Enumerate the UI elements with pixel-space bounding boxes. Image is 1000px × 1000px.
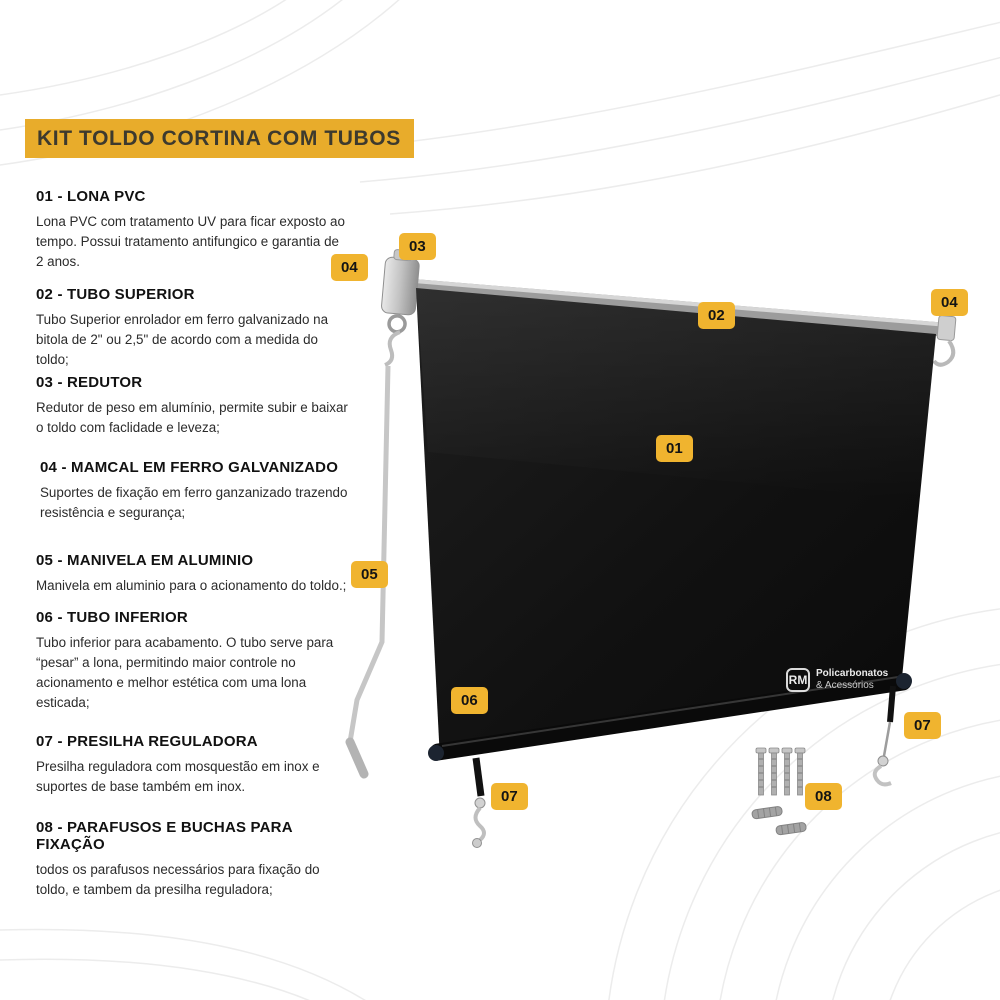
bottom-tube-icon [428,673,912,761]
title-banner: KIT TOLDO CORTINA COM TUBOS [25,119,414,158]
section-body: Manivela em aluminio para o acionamento … [36,578,347,593]
badge-07-presilha-right: 07 [904,712,941,739]
section-heading: 03 - REDUTOR [36,374,143,391]
section-body: todos os parafusos necessários para fixa… [36,862,320,898]
section-heading: 05 - MANIVELA EM ALUMINIO [36,552,254,569]
page-title: KIT TOLDO CORTINA COM TUBOS [37,126,401,150]
section-07-presilha: 07 - PRESILHA REGULADORA Presilha regula… [36,733,350,797]
section-body: Lona PVC com tratamento UV para ficar ex… [36,214,345,270]
brand-watermark: RM Policarbonatos & Acessórios [786,668,888,692]
section-body: Presilha reguladora com mosquestão em in… [36,759,320,795]
section-body: Tubo inferior para acabamento. O tubo se… [36,635,334,711]
section-heading: 06 - TUBO INFERIOR [36,609,188,626]
badge-04-mamcal-right: 04 [931,289,968,316]
section-heading: 04 - MAMCAL EM FERRO GALVANIZADO [40,459,339,476]
section-heading: 08 - PARAFUSOS E BUCHAS PARA FIXAÇÃO [36,819,293,853]
section-body: Tubo Superior enrolador em ferro galvani… [36,312,329,368]
mamcal-bracket-icon [932,315,957,367]
section-body: Suportes de fixação em ferro ganzanizado… [40,485,348,521]
reducer-icon [381,249,420,334]
tarp-icon [416,288,936,760]
badge-08-parafusos: 08 [805,783,842,810]
top-tube-icon [402,278,948,337]
bottom-left-hook-icon [472,757,486,848]
section-02-tubo-superior: 02 - TUBO SUPERIOR Tubo Superior enrolad… [36,286,350,370]
brand-subname: & Acessórios [816,680,874,691]
badge-04-mamcal-left: 04 [331,254,368,281]
brand-name: Policarbonatos [816,668,889,679]
section-05-manivela: 05 - MANIVELA EM ALUMINIO Manivela em al… [36,552,350,596]
section-heading: 01 - LONA PVC [36,188,146,205]
section-heading: 02 - TUBO SUPERIOR [36,286,195,303]
brand-logo-icon: RM [786,668,810,692]
crank-handle-icon [345,330,401,779]
badge-01-lona: 01 [656,435,693,462]
section-body: Redutor de peso em alumínio, permite sub… [36,400,348,436]
badge-03-redutor: 03 [399,233,436,260]
section-heading: 07 - PRESILHA REGULADORA [36,733,258,750]
bottom-right-hook-icon [872,685,896,787]
section-01-lona-pvc: 01 - LONA PVC Lona PVC com tratamento UV… [36,188,350,272]
badge-06-tubo-inferior: 06 [451,687,488,714]
section-08-parafusos: 08 - PARAFUSOS E BUCHAS PARA FIXAÇÃO tod… [36,819,350,900]
section-04-mamcal: 04 - MAMCAL EM FERRO GALVANIZADO Suporte… [36,459,350,523]
badge-02-tubo-superior: 02 [698,302,735,329]
badge-07-presilha-left: 07 [491,783,528,810]
section-03-redutor: 03 - REDUTOR Redutor de peso em alumínio… [36,374,350,438]
section-06-tubo-inferior: 06 - TUBO INFERIOR Tubo inferior para ac… [36,609,350,713]
screws-and-plugs-icon [751,747,807,836]
badge-05-manivela: 05 [351,561,388,588]
